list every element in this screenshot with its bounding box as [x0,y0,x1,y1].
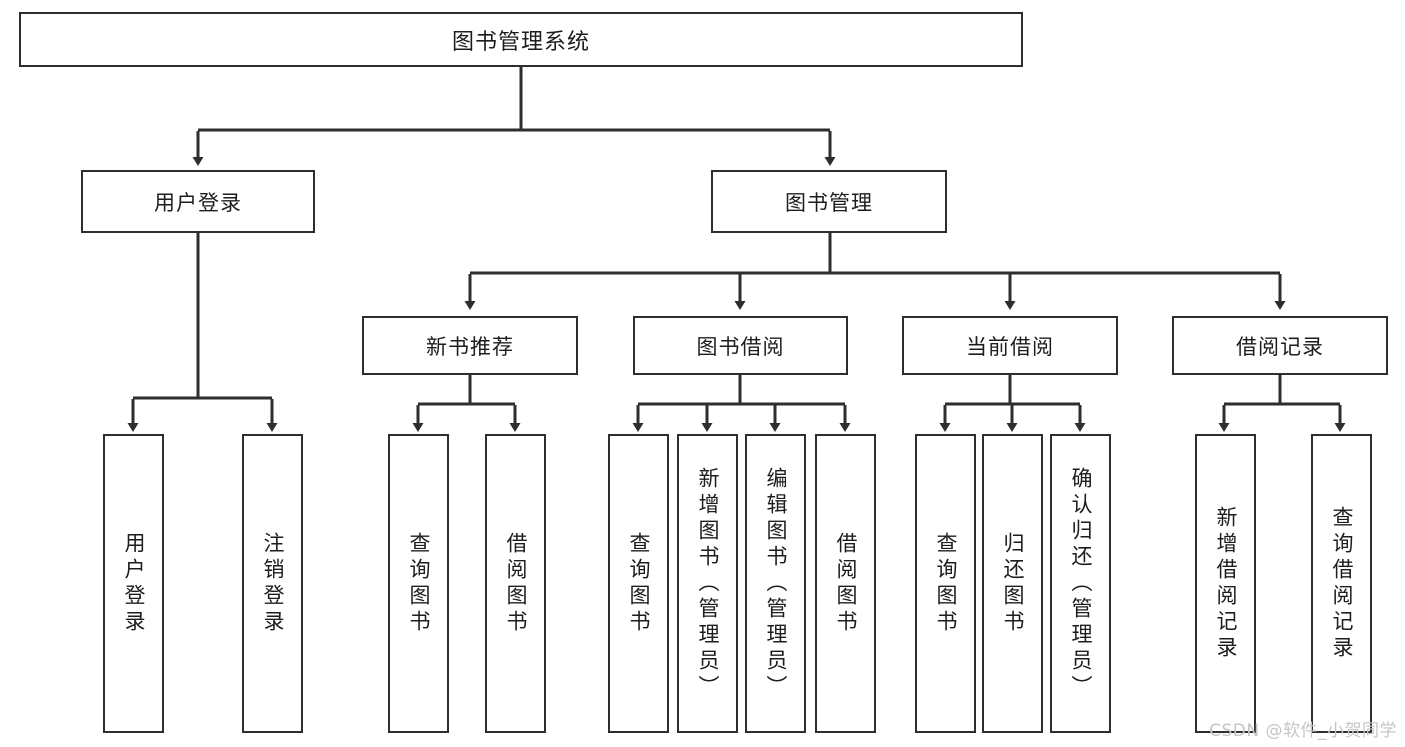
node-label: 用户登录 [122,531,146,636]
node-label: 新增图书（管理员） [696,466,720,701]
node-label: 编辑图书（管理员） [764,466,788,701]
leaf-borrow-borrow-book[interactable]: 借阅图书 [815,434,876,733]
node-label: 查询借阅记录 [1330,505,1354,662]
leaf-recommend-query-book[interactable]: 查询图书 [388,434,449,733]
leaf-record-query-record[interactable]: 查询借阅记录 [1311,434,1372,733]
node-label: 新书推荐 [426,334,514,359]
node-book-management[interactable]: 图书管理 [711,170,947,233]
node-label: 图书借阅 [696,334,785,359]
node-user-login[interactable]: 用户登录 [81,170,315,233]
node-root-system[interactable]: 图书管理系统 [19,12,1023,67]
node-label: 当前借阅 [966,334,1054,359]
leaf-record-add-record[interactable]: 新增借阅记录 [1195,434,1256,733]
node-borrow-record[interactable]: 借阅记录 [1172,316,1388,375]
node-label: 借阅记录 [1236,334,1324,359]
leaf-current-return-book[interactable]: 归还图书 [982,434,1043,733]
node-label: 图书管理 [785,190,873,215]
node-book-borrow[interactable]: 图书借阅 [633,316,848,375]
leaf-recommend-borrow-book[interactable]: 借阅图书 [485,434,546,733]
node-new-book-recommend[interactable]: 新书推荐 [362,316,578,375]
leaf-user-login-signin[interactable]: 用户登录 [103,434,164,733]
node-label: 新增借阅记录 [1214,505,1238,662]
csdn-watermark: CSDN @软件_小贺同学 [1209,721,1397,741]
node-current-borrow[interactable]: 当前借阅 [902,316,1118,375]
node-label: 用户登录 [154,190,242,215]
node-label: 注销登录 [261,531,285,636]
node-label: 归还图书 [1001,531,1025,636]
node-label: 借阅图书 [504,531,528,636]
leaf-borrow-add-book-admin[interactable]: 新增图书（管理员） [677,434,738,733]
node-label: 查询图书 [934,531,958,636]
node-label: 确认归还（管理员） [1069,466,1093,701]
node-label: 图书管理系统 [451,29,590,55]
leaf-current-query-book[interactable]: 查询图书 [915,434,976,733]
leaf-borrow-query-book[interactable]: 查询图书 [608,434,669,733]
leaf-borrow-edit-book-admin[interactable]: 编辑图书（管理员） [745,434,806,733]
leaf-user-login-signout[interactable]: 注销登录 [242,434,303,733]
node-label: 查询图书 [407,531,431,636]
node-label: 查询图书 [627,531,651,636]
node-label: 借阅图书 [834,531,858,636]
leaf-current-confirm-return-admin[interactable]: 确认归还（管理员） [1050,434,1111,733]
